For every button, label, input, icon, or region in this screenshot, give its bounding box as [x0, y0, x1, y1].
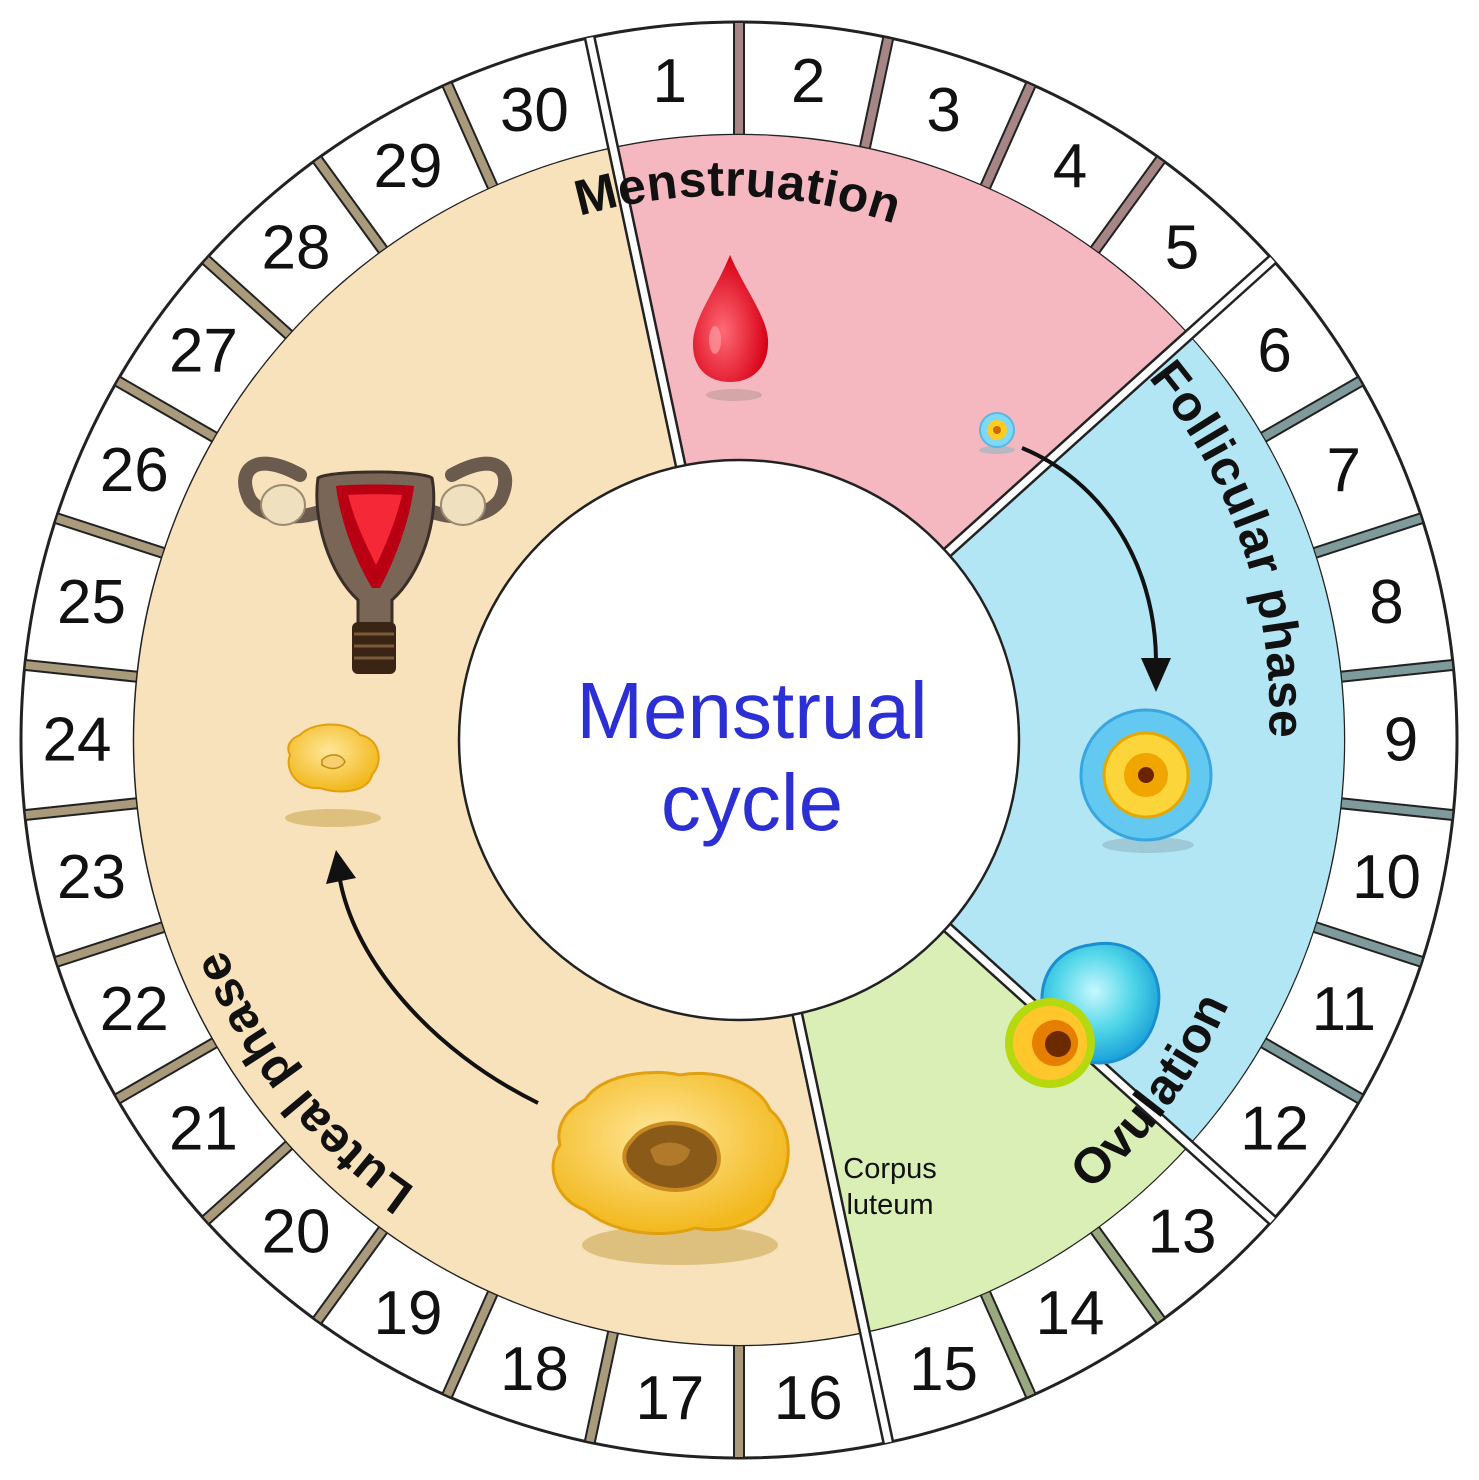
day-separator — [981, 1291, 1035, 1397]
day-label-8: 8 — [1369, 568, 1403, 637]
day-separator — [981, 83, 1035, 189]
day-separator — [55, 923, 165, 966]
day-label-10: 10 — [1352, 843, 1421, 912]
corpus-luteum-large-icon — [551, 1070, 790, 1265]
sector-divider-ovulation — [944, 924, 1275, 1224]
ring-separator-bands — [25, 23, 1453, 1457]
follicular-arrow — [1021, 446, 1171, 692]
day-label-18: 18 — [500, 1335, 569, 1404]
corpus-luteum-small-icon — [285, 723, 381, 827]
day-separator — [203, 257, 293, 339]
sector-divider-luteal — [793, 1013, 892, 1444]
day-label-14: 14 — [1036, 1279, 1105, 1348]
day-label-13: 13 — [1147, 1197, 1216, 1266]
day-separator — [860, 37, 892, 150]
day-separator — [55, 514, 165, 557]
day-separator — [1313, 514, 1423, 557]
day-label-15: 15 — [909, 1335, 978, 1404]
corpus-luteum-label-line1: Corpus — [843, 1153, 937, 1185]
mature-follicle-icon — [1079, 708, 1213, 853]
day-label-6: 6 — [1257, 316, 1291, 385]
corpus-luteum-label-line2: luteum — [846, 1189, 933, 1221]
day-separator — [1260, 378, 1362, 441]
day-separator — [116, 1039, 218, 1102]
luteal-arrow — [326, 850, 539, 1105]
uterus-icon — [238, 456, 513, 674]
day-label-11: 11 — [1312, 975, 1376, 1044]
day-label-5: 5 — [1165, 214, 1199, 283]
day-label-20: 20 — [262, 1197, 331, 1266]
day-separator — [1260, 1039, 1362, 1102]
center-circle — [457, 458, 1021, 1022]
center-title-line1: Menstrual — [576, 666, 927, 755]
day-label-25: 25 — [57, 568, 126, 637]
day-label-21: 21 — [169, 1095, 238, 1164]
day-label-19: 19 — [374, 1279, 443, 1348]
day-label-1: 1 — [653, 47, 687, 116]
day-label-4: 4 — [1053, 132, 1087, 201]
day-separator — [203, 1141, 293, 1223]
day-label-30: 30 — [500, 76, 569, 145]
sector-luteal — [134, 148, 865, 1345]
day-separator — [1091, 157, 1164, 253]
day-label-12: 12 — [1240, 1095, 1309, 1164]
day-separator — [25, 799, 138, 819]
day-label-26: 26 — [100, 436, 169, 505]
day-label-29: 29 — [374, 132, 443, 201]
released-egg-icon — [1005, 942, 1161, 1088]
sector-divider-menstruation — [586, 36, 685, 467]
day-separator — [314, 1227, 387, 1323]
day-separator — [116, 378, 218, 441]
day-separator — [443, 83, 497, 189]
day-label-7: 7 — [1327, 436, 1361, 505]
center-title-line2: cycle — [661, 758, 843, 847]
blood-drop-icon — [692, 255, 769, 401]
day-label-16: 16 — [774, 1364, 843, 1433]
day-label-28: 28 — [262, 214, 331, 283]
day-separator — [586, 1330, 618, 1443]
day-separator — [443, 1291, 497, 1397]
sector-menstruation — [613, 134, 1189, 553]
sector-divider-follicular — [944, 256, 1275, 556]
small-follicle-icon — [979, 412, 1015, 454]
day-label-27: 27 — [169, 316, 238, 385]
day-label-9: 9 — [1384, 706, 1418, 775]
day-separator — [314, 157, 387, 253]
day-label-23: 23 — [57, 843, 126, 912]
day-separator — [25, 661, 138, 681]
sector-dividers — [583, 36, 1277, 1444]
day-label-22: 22 — [100, 975, 169, 1044]
day-separator — [1340, 661, 1453, 681]
sector-ovulation — [797, 927, 1189, 1332]
day-label-2: 2 — [791, 47, 825, 116]
day-label-3: 3 — [926, 76, 960, 145]
day-separator — [1340, 799, 1453, 819]
phase-sectors — [134, 134, 1344, 1345]
day-separator — [1313, 923, 1423, 966]
day-label-17: 17 — [635, 1364, 704, 1433]
day-label-24: 24 — [43, 706, 112, 775]
day-separator — [1091, 1227, 1164, 1323]
